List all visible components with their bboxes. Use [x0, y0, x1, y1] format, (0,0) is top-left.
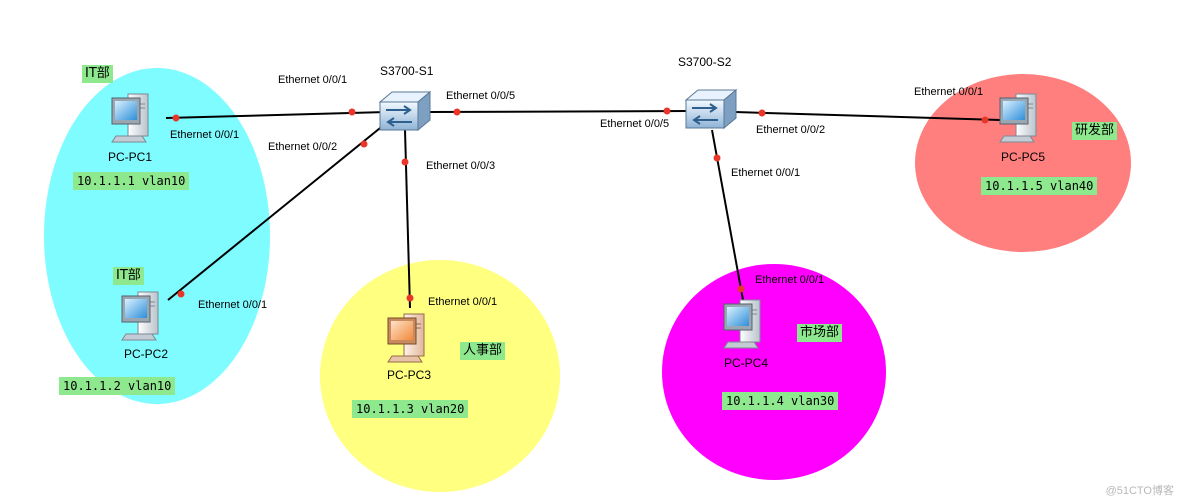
link-s1-s2 [429, 110, 691, 113]
s1-port-to-pc2-label: Ethernet 0/0/2 [268, 141, 338, 153]
pc4-ip-tag: 10.1.1.4 vlan30 [722, 392, 839, 410]
s1-port-to-pc3-label: Ethernet 0/0/3 [426, 160, 496, 172]
port-dot [663, 107, 671, 115]
port-dot [758, 109, 766, 117]
pc5-port-label: Ethernet 0/0/1 [914, 86, 984, 98]
pc5-ip-tag: 10.1.1.5 vlan40 [981, 177, 1098, 195]
pc4-port-label: Ethernet 0/0/1 [755, 274, 825, 286]
s2-port-to-s1-label: Ethernet 0/0/5 [600, 118, 670, 130]
port-dot [401, 158, 409, 166]
watermark: @51CTO博客 [1105, 485, 1174, 497]
hr-zone [320, 260, 560, 492]
pc4-name: PC-PC4 [724, 356, 769, 370]
port-dot [713, 154, 721, 162]
s2-port-to-pc5-label: Ethernet 0/0/2 [756, 124, 826, 136]
pc2-dept-label: IT部 [113, 267, 144, 285]
port-dot [177, 290, 185, 298]
it-zone [44, 68, 270, 404]
s2-port-to-pc4-label: Ethernet 0/0/1 [731, 167, 801, 179]
port-dot [406, 294, 414, 302]
switch-s1-icon[interactable] [379, 91, 431, 131]
link-s2-pc5 [734, 111, 1001, 121]
switch-s2-name: S3700-S2 [678, 55, 732, 69]
market-zone [662, 264, 886, 480]
port-dot [737, 285, 745, 293]
pc4-dept-label: 市场部 [797, 324, 843, 342]
pc2-ip-tag: 10.1.1.2 vlan10 [59, 377, 176, 395]
port-dot [360, 140, 368, 148]
s1-port-to-pc1-label: Ethernet 0/0/1 [278, 74, 348, 86]
pc3-dept-label: 人事部 [460, 342, 506, 360]
pc3-port-label: Ethernet 0/0/1 [428, 296, 498, 308]
port-dot [172, 114, 180, 122]
port-dot [453, 108, 461, 116]
pc1-ip-tag: 10.1.1.1 vlan10 [73, 172, 190, 190]
pc1-dept-label: IT部 [82, 65, 113, 83]
port-dot [348, 108, 356, 116]
pc3-name: PC-PC3 [387, 368, 432, 382]
switch-s1-name: S3700-S1 [380, 64, 434, 78]
pc3-ip-tag: 10.1.1.3 vlan20 [352, 400, 469, 418]
pc1-name: PC-PC1 [108, 150, 153, 164]
pc1-port-label: Ethernet 0/0/1 [170, 129, 240, 141]
s1-port-to-s2-label: Ethernet 0/0/5 [446, 90, 516, 102]
pc2-port-label: Ethernet 0/0/1 [198, 299, 268, 311]
pc5-name: PC-PC5 [1001, 150, 1046, 164]
switch-s2-icon[interactable] [685, 89, 737, 129]
pc2-name: PC-PC2 [124, 347, 169, 361]
port-dot [981, 116, 989, 124]
pc5-dept-label: 研发部 [1072, 122, 1118, 140]
link-s1-pc2 [167, 119, 391, 301]
